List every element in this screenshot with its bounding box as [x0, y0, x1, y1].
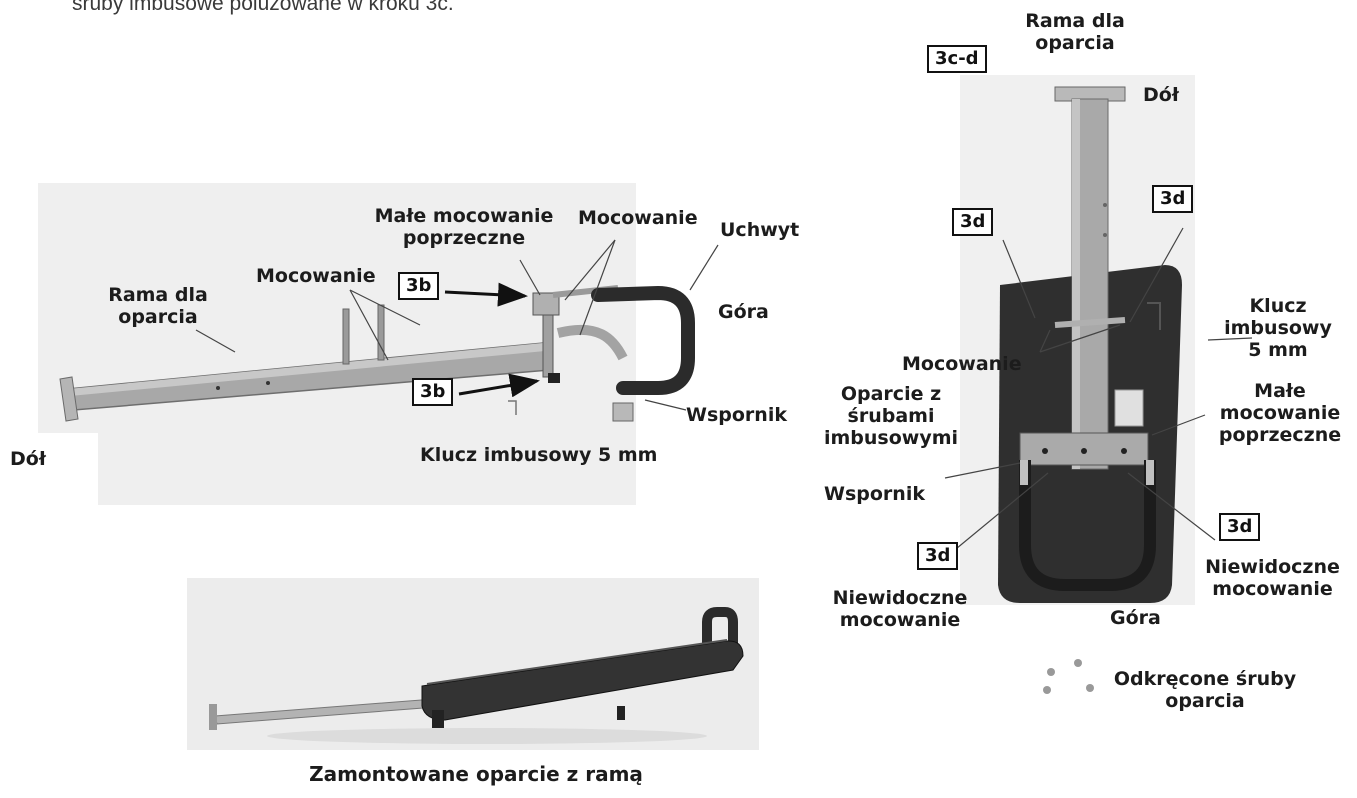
label-mocowanie-right: Mocowanie [578, 207, 698, 229]
label-uchwyt: Uchwyt [720, 219, 800, 241]
step-badge-3d-bottom-left: 3d [917, 542, 959, 570]
frame-photo-left-drawing [38, 183, 695, 505]
step-badge-3d-left: 3d [952, 208, 994, 236]
step-badge-3b-top: 3b [398, 272, 440, 300]
label-niewidoczne-right: Niewidoczne mocowanie [1205, 556, 1340, 600]
label-male-mocowanie-right: Małe mocowanie poprzeczne [1218, 380, 1342, 446]
step-badge-3d-right: 3d [1152, 185, 1194, 213]
label-rama-left: Rama dla oparcia [108, 284, 208, 328]
label-wspornik-right: Wspornik [824, 483, 925, 505]
label-niewidoczne-left: Niewidoczne mocowanie [832, 587, 968, 631]
backrest-photo-right [960, 75, 1195, 605]
assembled-photo [187, 578, 759, 750]
label-dol-right: Dół [1143, 84, 1179, 106]
label-male-mocowanie-left: Małe mocowanie poprzeczne [374, 205, 554, 249]
label-oparcie: Oparcie z śrubami imbusowymi [823, 383, 959, 449]
label-rama-right: Rama dla oparcia [1025, 10, 1125, 54]
frame-photo-left [38, 183, 695, 505]
label-odkrecone: Odkręcone śruby oparcia [1113, 668, 1297, 712]
step-badge-3c-d: 3c-d [927, 45, 987, 73]
label-klucz-left: Klucz imbusowy 5 mm [420, 444, 658, 466]
caption-assembled: Zamontowane oparcie z ramą [309, 762, 643, 786]
label-wspornik-left: Wspornik [686, 404, 787, 426]
step-badge-3b-bottom: 3b [412, 378, 454, 406]
step-badge-3d-bottom-right: 3d [1219, 513, 1261, 541]
assembled-photo-drawing [187, 578, 759, 750]
label-gora-left: Góra [718, 301, 769, 323]
backrest-photo-right-drawing [960, 75, 1195, 605]
intro-text: śruby imbusowe poluzowane w kroku 3c. [72, 0, 454, 15]
label-mocowanie-right-fig: Mocowanie [902, 353, 1022, 375]
label-klucz-right: Klucz imbusowy 5 mm [1224, 295, 1332, 361]
label-dol-left: Dół [10, 448, 46, 470]
label-gora-right: Góra [1110, 607, 1161, 629]
label-mocowanie-left: Mocowanie [256, 265, 376, 287]
